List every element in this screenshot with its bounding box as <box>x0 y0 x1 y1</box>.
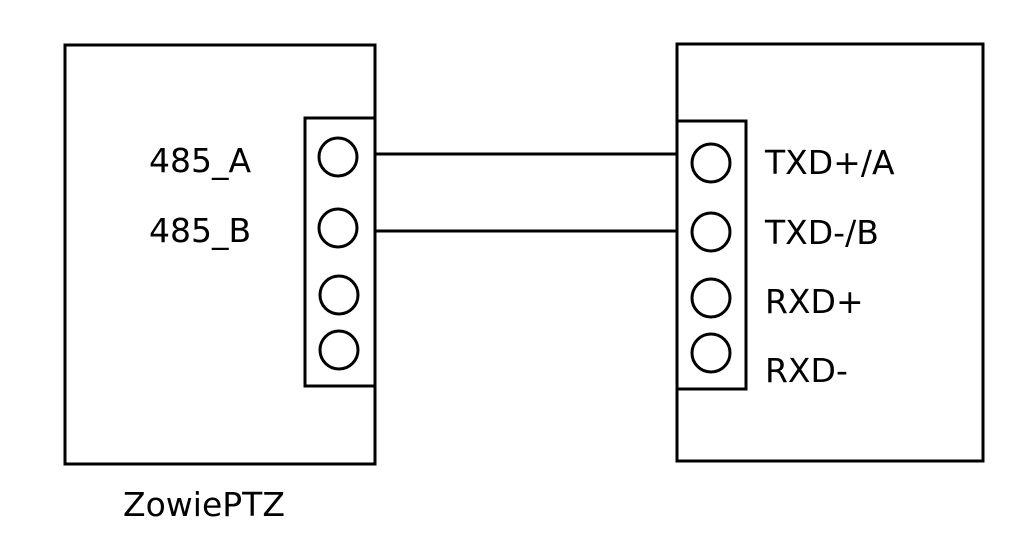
right-terminal-label-4: RXD- <box>765 351 848 390</box>
left-terminal-2 <box>317 207 359 249</box>
right-terminal-label-1: TXD+/A <box>764 143 895 182</box>
right-terminal-1 <box>690 142 732 184</box>
left-terminal-4 <box>318 329 360 371</box>
right-terminal-label-3: RXD+ <box>765 282 864 321</box>
right-terminal-label-2: TXD-/B <box>764 213 879 252</box>
right-terminal-3 <box>690 277 732 319</box>
right-terminal-2 <box>690 211 732 253</box>
left-terminal-3 <box>318 274 360 316</box>
right-terminal-block <box>675 119 748 391</box>
left-terminal-label-2: 485_B <box>149 211 251 250</box>
left-terminal-label-1: 485_A <box>149 141 251 180</box>
right-terminal-4 <box>690 332 732 374</box>
left-terminal-1 <box>317 136 359 178</box>
left-terminal-block <box>303 116 377 388</box>
left-device-name: ZowiePTZ <box>123 485 285 524</box>
